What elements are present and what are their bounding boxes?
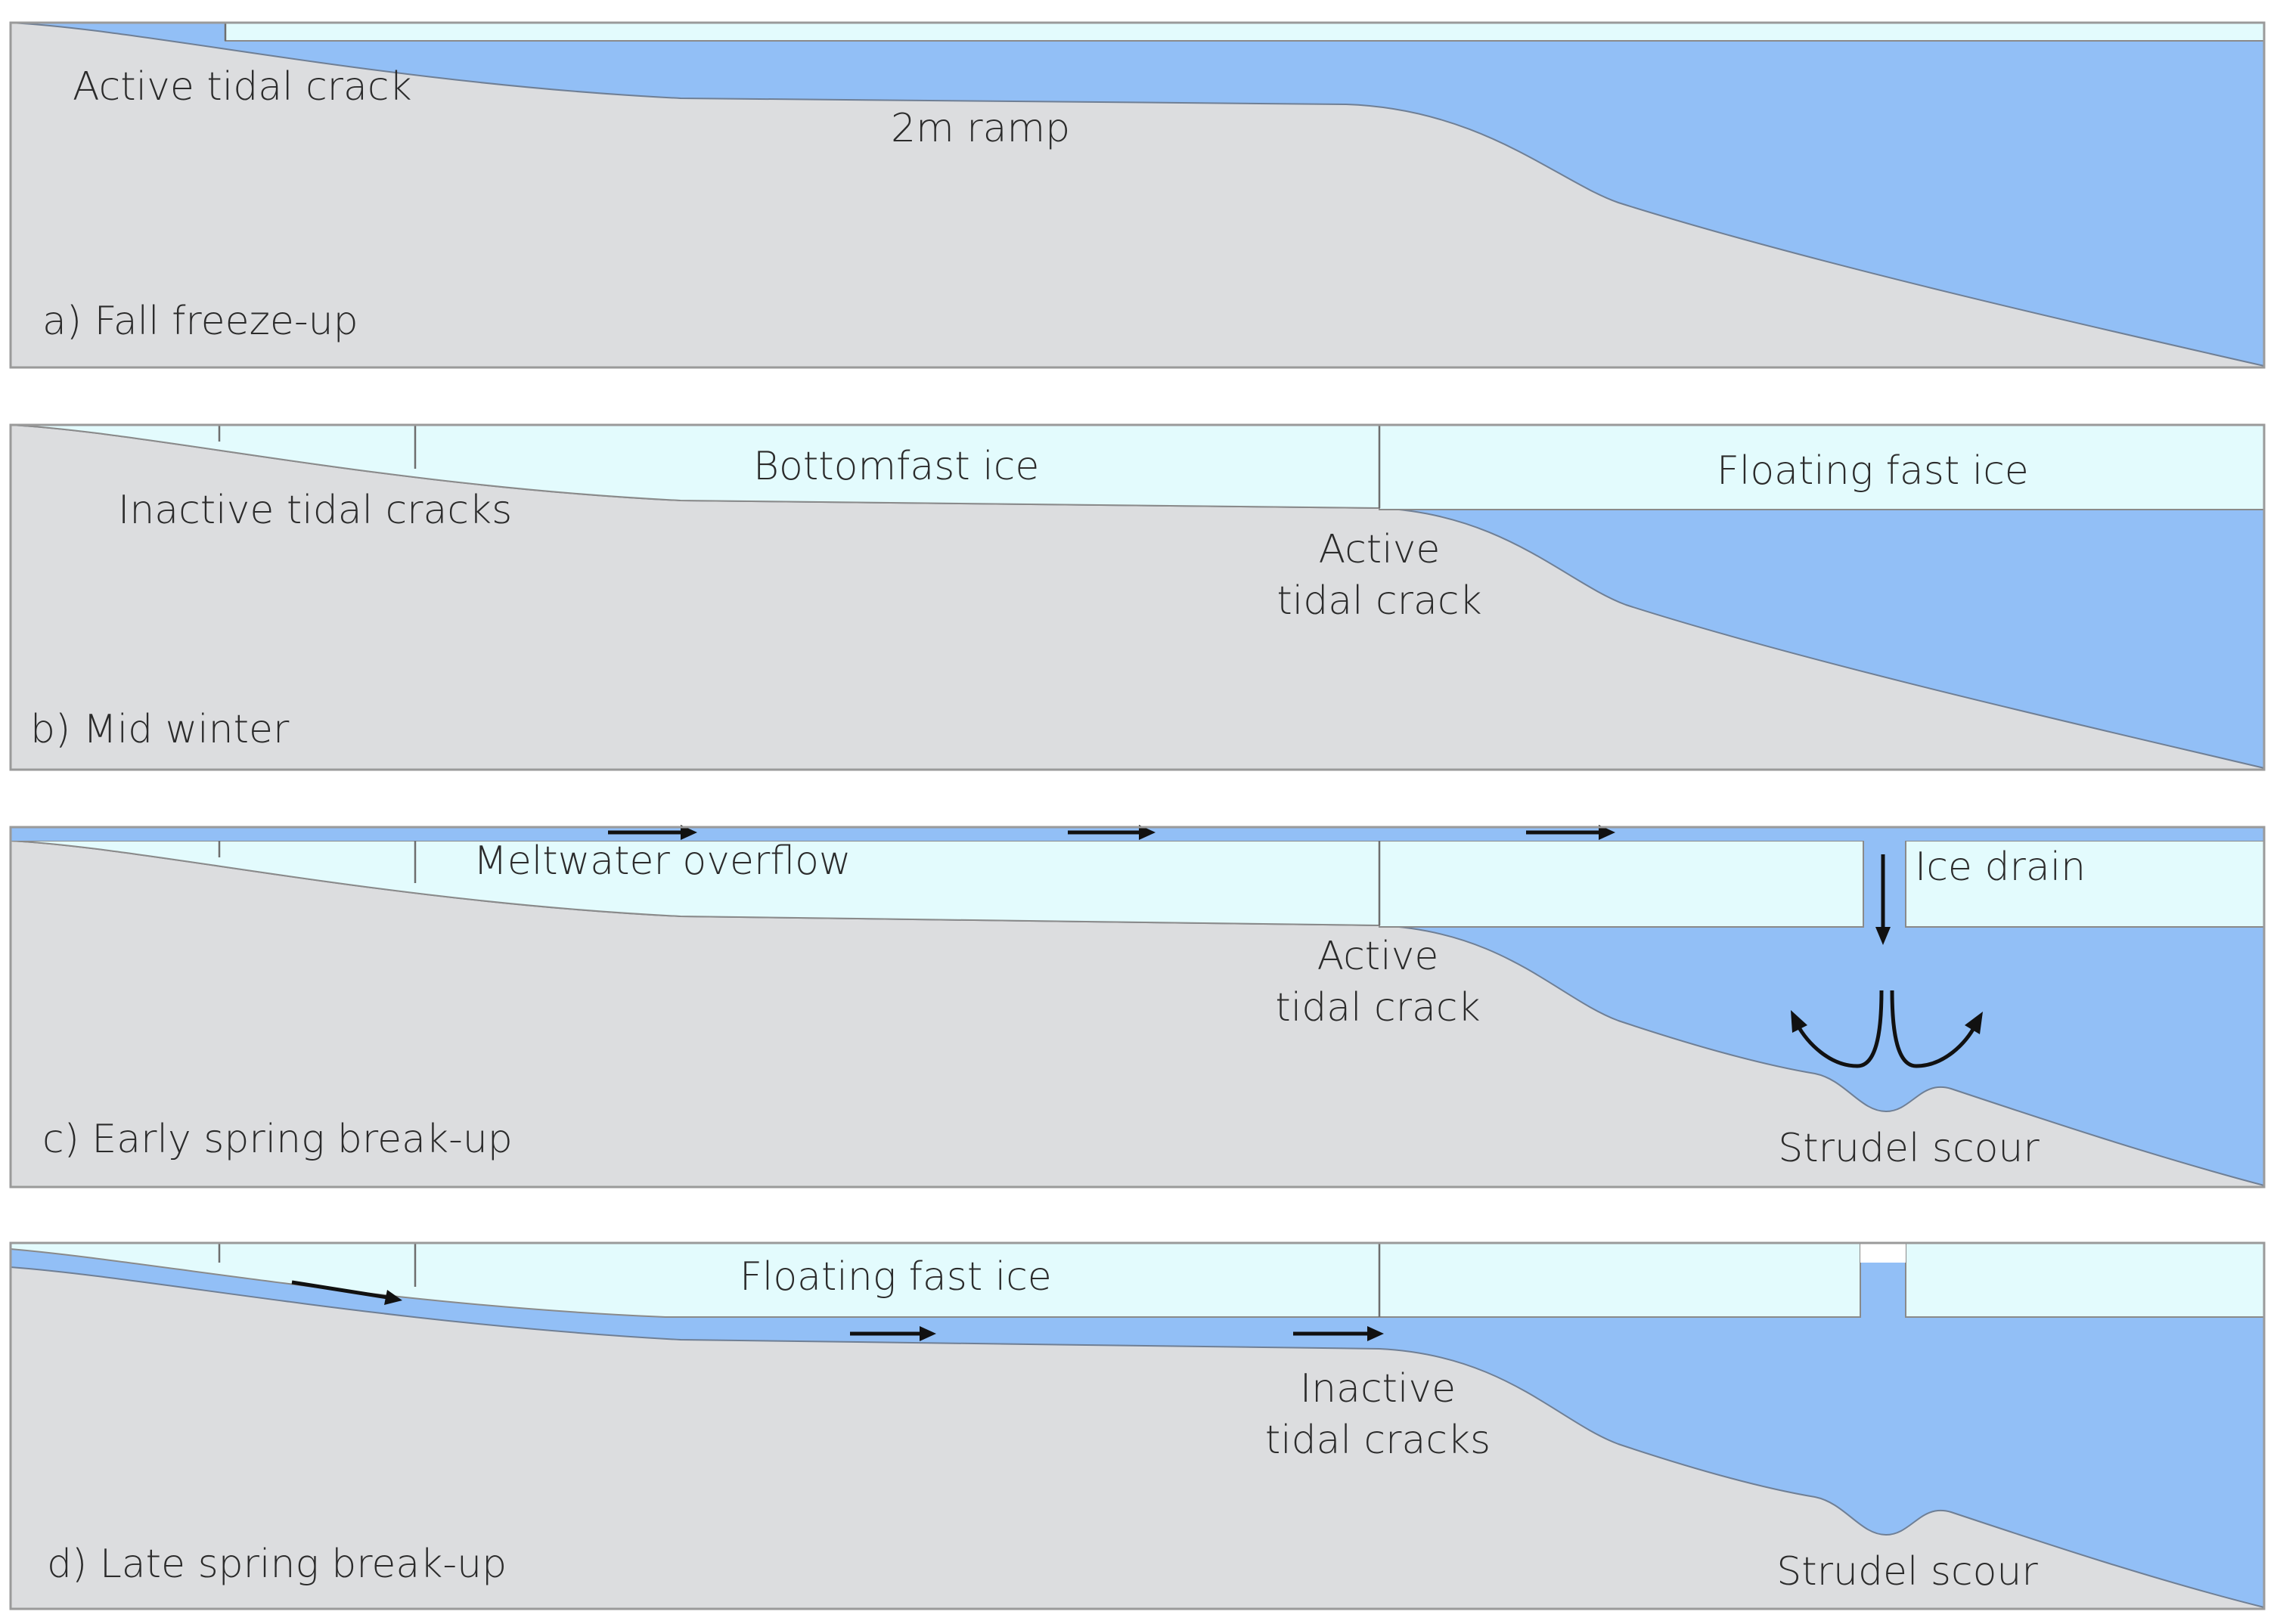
panel-c-overflow-arrow-2 [1068, 825, 1156, 840]
panel-d-floating-ice-mid [1379, 1242, 1861, 1318]
panel-b-caption: b) Mid winter [30, 707, 290, 752]
panel-c-floating-ice-left [1379, 840, 1864, 928]
panel-d-flow-arrow-2 [850, 1326, 936, 1341]
panel-b-bottomfast-label: Bottomfast ice [753, 444, 1039, 489]
panel-a: Active tidal crack 2m ramp a) Fall freez… [9, 21, 2266, 369]
panel-d-scour-label: Strudel scour [1776, 1549, 2038, 1595]
panel-d-flow-arrow-1 [291, 1280, 402, 1305]
panel-d-floating-ice-right [1905, 1242, 2265, 1318]
panel-d-seabed [11, 1267, 2264, 1609]
panel-a-shore-ice [225, 22, 2265, 42]
panel-c-overflow-arrow-1 [608, 825, 697, 840]
panel-a-frame [9, 21, 2266, 369]
panel-b-bottomfast-ice [10, 424, 1380, 510]
panel-b-floating-fast-ice [1379, 424, 2265, 510]
panel-c-floating-ice-right [1905, 840, 2265, 928]
panel-b-floating-label: Floating fast ice [1717, 448, 2029, 494]
panel-b-inactive-cracks-label: Inactive tidal cracks [118, 488, 512, 533]
panel-d: Floating fast ice Inactive tidal cracks … [9, 1241, 2266, 1610]
panel-a-seabed [11, 23, 2264, 367]
panel-c-seabed [11, 841, 2264, 1187]
panel-d-inactive-cracks-label-1: Inactive [1300, 1366, 1456, 1412]
panel-b-frame [9, 423, 2266, 771]
panel-c-ice-drain-label: Ice drain [1915, 845, 2086, 890]
panel-c-active-crack-label-1: Active [1317, 934, 1439, 979]
panel-d-inactive-cracks-label-2: tidal cracks [1265, 1418, 1491, 1463]
panel-c-vortex-arrows [1791, 990, 1983, 1068]
panel-d-caption: d) Late spring break-up [47, 1542, 507, 1587]
panel-d-flow-arrow-3 [1293, 1326, 1384, 1341]
panel-b: Bottomfast ice Floating fast ice Inactiv… [9, 423, 2266, 771]
panel-c-active-crack-label-2: tidal crack [1275, 985, 1480, 1030]
panel-b-active-crack-label-1: Active [1319, 527, 1441, 572]
panel-d-frame [9, 1241, 2266, 1610]
panel-a-ramp-label: 2m ramp [891, 106, 1070, 151]
panel-a-caption: a) Fall freeze-up [42, 299, 358, 344]
panel-c-scour-label: Strudel scour [1778, 1126, 2040, 1171]
panel-c-frame [9, 826, 2266, 1189]
panel-d-drain-gap [1860, 1243, 1906, 1263]
panel-b-active-crack-label-2: tidal crack [1277, 578, 1481, 624]
panel-c: Meltwater overflow Ice drain Active tida… [9, 825, 2266, 1189]
panel-b-seabed [11, 425, 2264, 770]
panel-d-floating-label: Floating fast ice [740, 1254, 1052, 1300]
panel-c-drain-arrow [1875, 854, 1891, 945]
panel-c-caption: c) Early spring break-up [42, 1117, 513, 1162]
panel-c-bottomfast-ice [10, 840, 1380, 927]
panel-a-crack-label: Active tidal crack [73, 64, 412, 110]
panel-c-meltwater-label: Meltwater overflow [473, 838, 851, 884]
panel-c-overflow-arrow-3 [1526, 825, 1615, 840]
